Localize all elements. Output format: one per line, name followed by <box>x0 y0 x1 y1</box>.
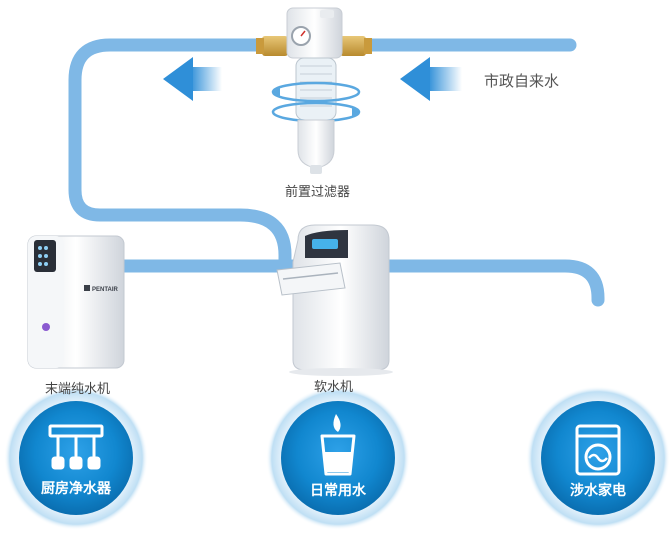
prefilter-unit <box>256 7 372 174</box>
washing-machine-icon <box>575 424 621 476</box>
use-circle-daily <box>266 386 410 530</box>
faucet-icon <box>48 424 104 470</box>
label-city-water: 市政自来水 <box>484 72 560 90</box>
pipe-appliance <box>378 259 605 307</box>
pipe-prefilter-out <box>68 38 292 275</box>
use-circle-appliance <box>526 386 670 530</box>
softener-unit <box>276 224 393 376</box>
use-label-kitchen: 厨房净水器 <box>41 481 111 497</box>
purifier-status-light <box>42 323 50 331</box>
label-prefilter: 前置过滤器 <box>285 185 351 200</box>
flow-arrow-left <box>163 57 222 101</box>
use-label-appliance: 涉水家电 <box>570 483 626 499</box>
purifier-brand-text: PENTAIR <box>92 287 119 293</box>
label-softener: 软水机 <box>314 380 354 395</box>
purifier-unit: PENTAIR <box>27 235 125 369</box>
water-glass-icon <box>320 414 356 476</box>
brass-fitting-right <box>340 36 366 56</box>
pipe-network <box>68 38 605 307</box>
brass-fitting-left <box>262 36 288 56</box>
use-circle-kitchen <box>4 386 148 530</box>
label-purifier: 末端纯水机 <box>45 382 111 397</box>
flow-arrow-right <box>400 57 462 101</box>
use-label-daily: 日常用水 <box>310 483 366 499</box>
